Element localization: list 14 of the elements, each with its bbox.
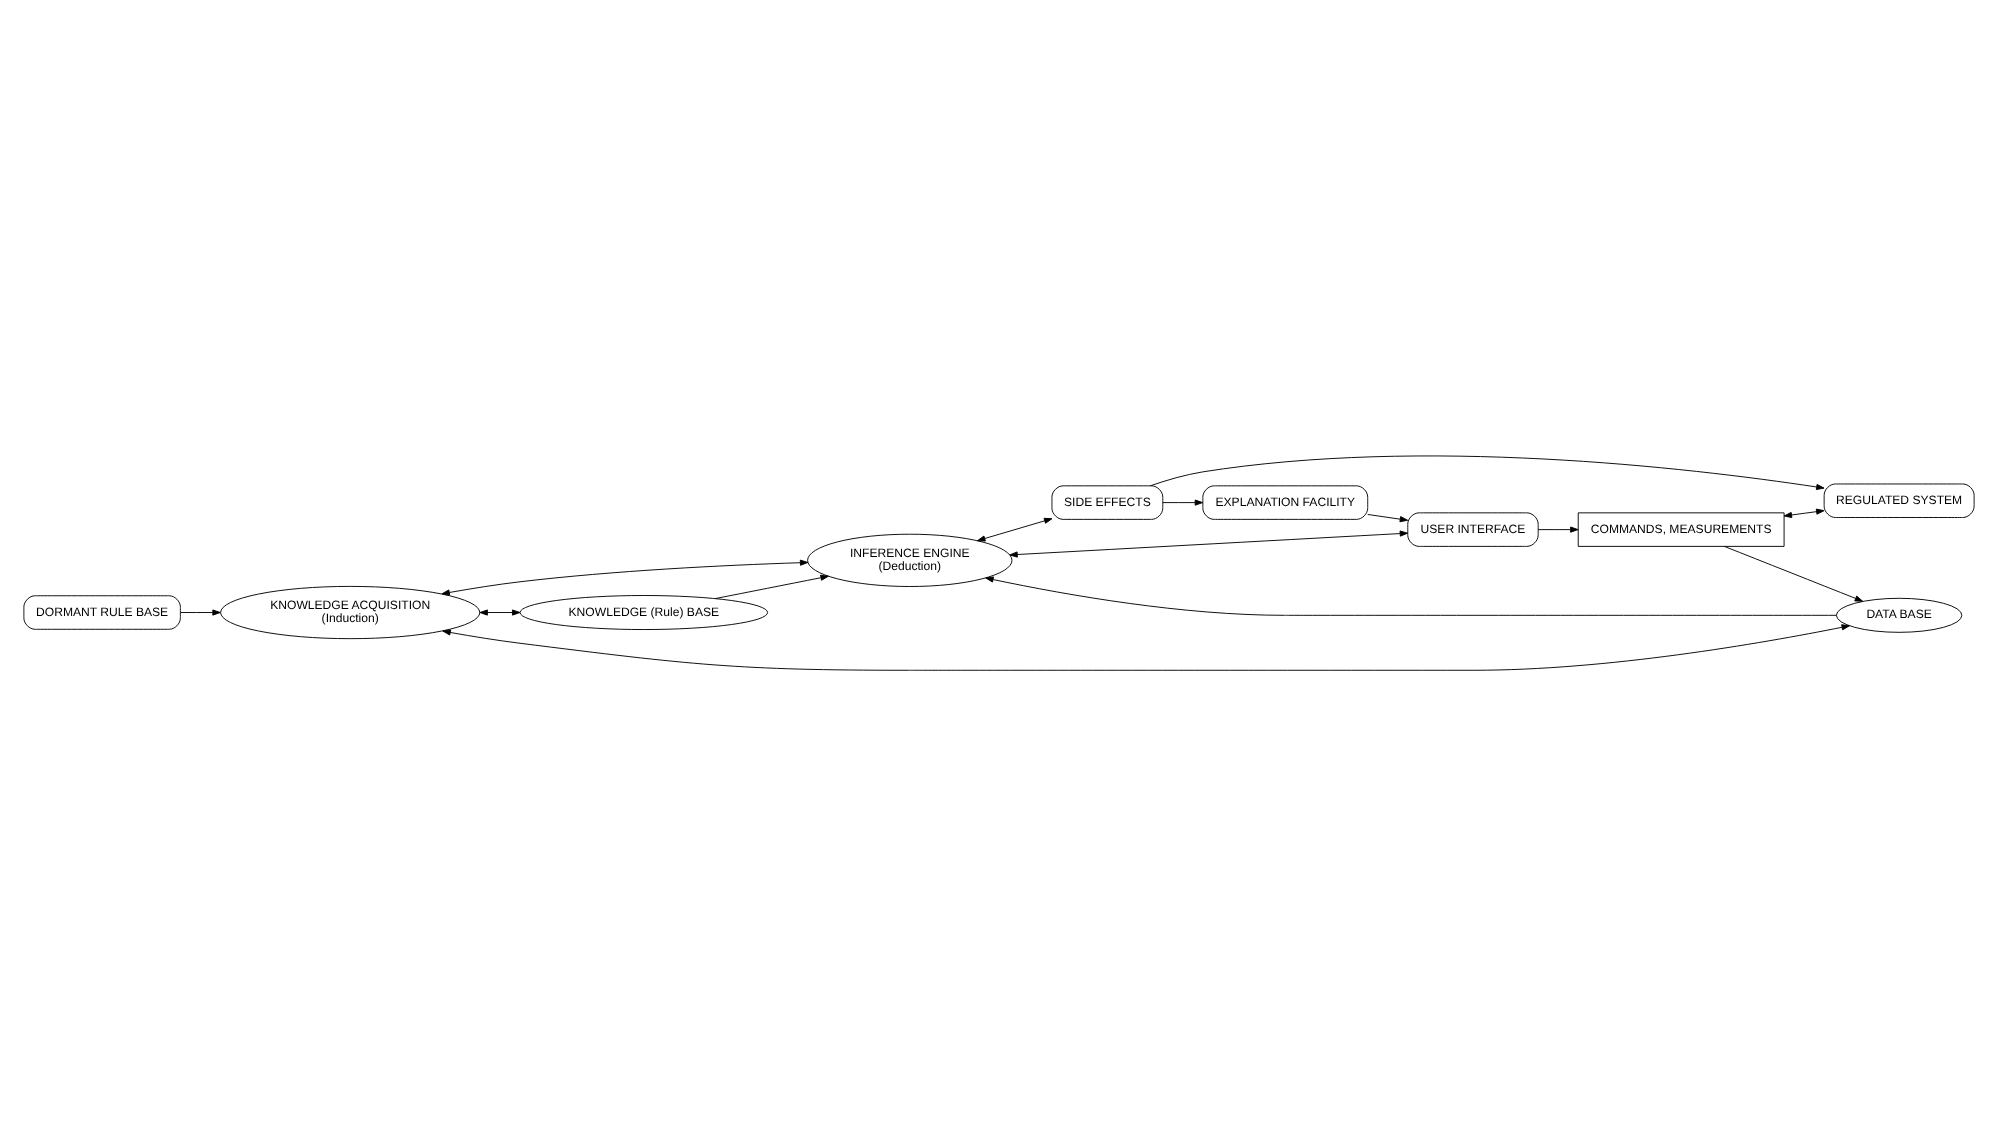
arrow [1009, 529, 1409, 557]
arrow [1367, 513, 1409, 522]
arrow [442, 623, 1850, 670]
arrow [1537, 525, 1579, 532]
arrow [1724, 545, 1864, 601]
arrow [441, 558, 809, 595]
arrow [1149, 454, 1825, 490]
arrow [977, 516, 1053, 541]
arrow [180, 608, 221, 615]
arrow [985, 575, 1837, 615]
arrow [479, 608, 521, 615]
arrow [1162, 498, 1204, 505]
arrow [715, 573, 829, 598]
arrow [1783, 507, 1825, 518]
